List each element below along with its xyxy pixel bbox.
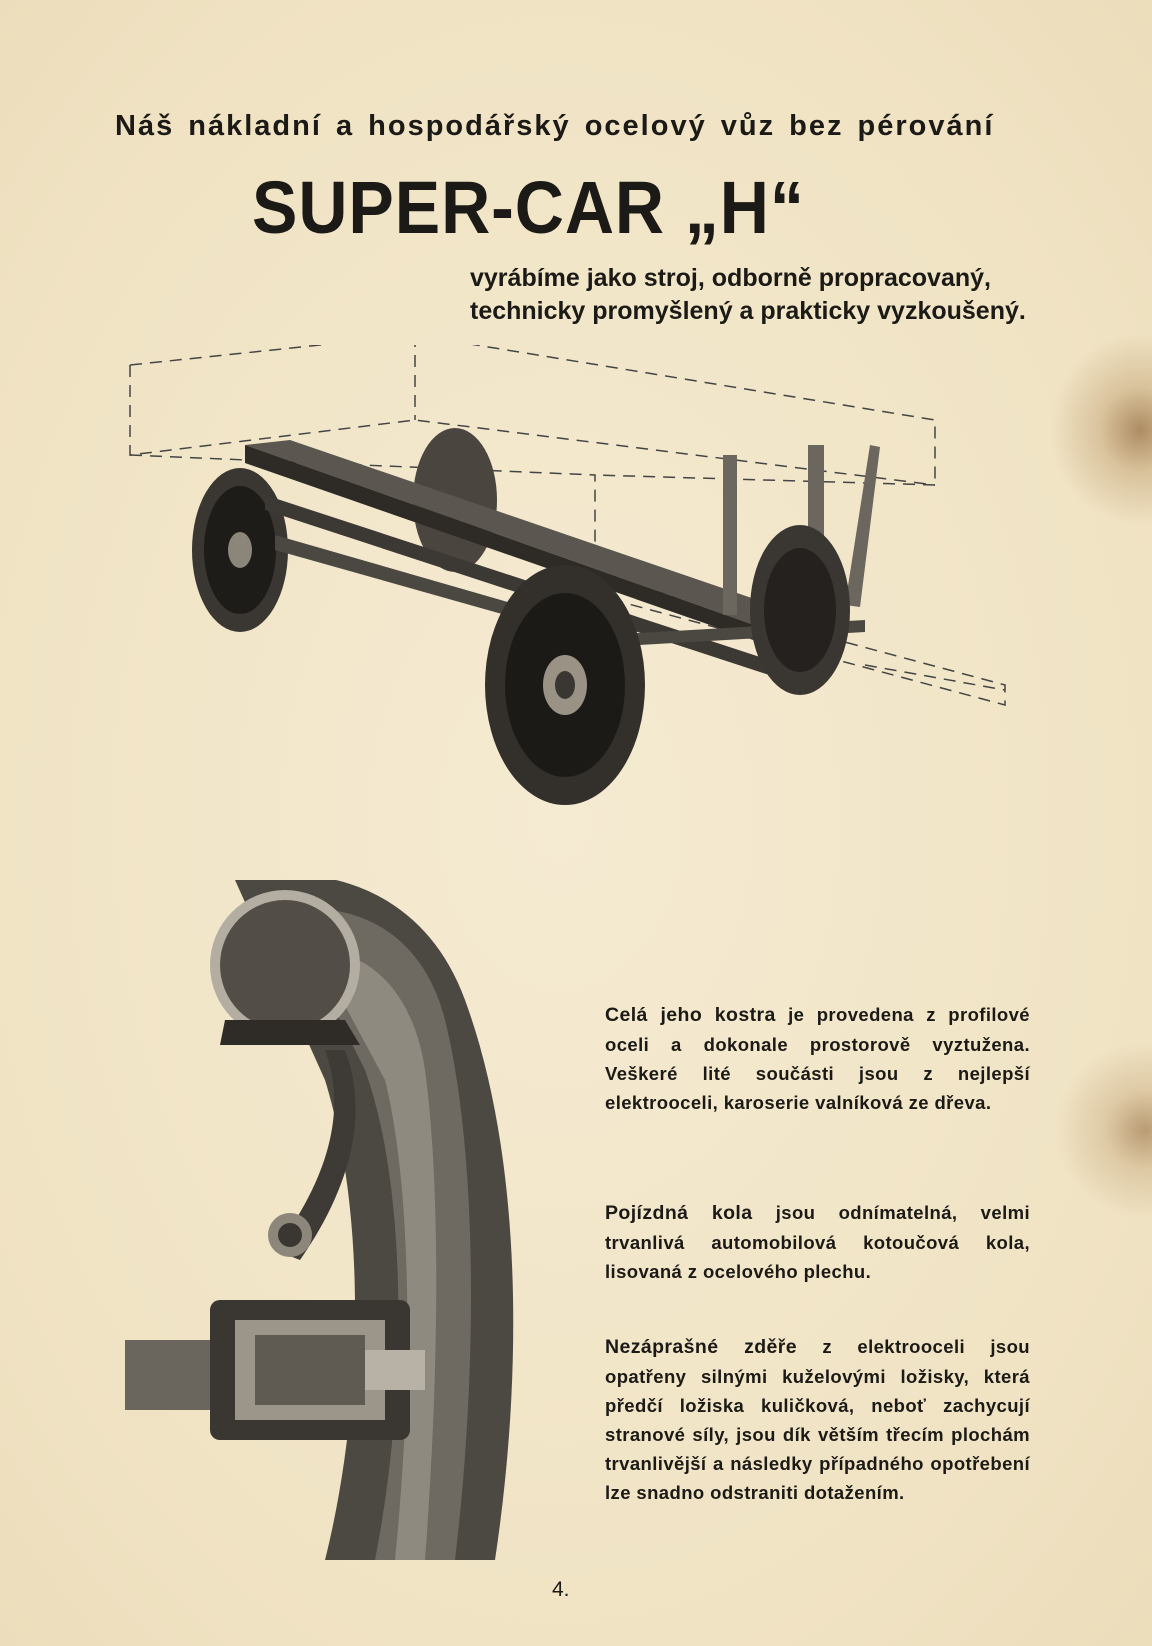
paragraph-frame-lead: Celá jeho kostra bbox=[605, 1004, 776, 1026]
paragraph-frame: Celá jeho kostra je provedena z profilov… bbox=[605, 1000, 1030, 1117]
paragraph-wheels-lead: Pojízdná kola bbox=[605, 1202, 753, 1224]
paragraph-wheels-text: jsou odnímatelná, velmi trvanlivá automo… bbox=[605, 1202, 1030, 1282]
paragraph-frame-text: je provedena z profilové oceli a dokonal… bbox=[605, 1004, 1030, 1113]
paragraph-wheels: Pojízdná kola jsou odnímatelná, velmi tr… bbox=[605, 1198, 1030, 1286]
wagon-chassis-illustration bbox=[129, 345, 1006, 805]
wheel-hub-cross-section bbox=[125, 880, 514, 1560]
intro-line-1: vyrábíme jako stroj, odborně propracovan… bbox=[470, 264, 991, 292]
page-number: 4. bbox=[552, 1578, 570, 1601]
heading-subtitle: Náš nákladní a hospodářský ocelový vůz b… bbox=[115, 110, 995, 142]
paragraph-hubs-lead: Nezáprašné zděře bbox=[605, 1336, 798, 1358]
paragraph-hubs: Nezáprašné zděře z elektrooceli jsou opa… bbox=[605, 1332, 1030, 1507]
intro-text: vyrábíme jako stroj, odborně propracovan… bbox=[470, 262, 1070, 328]
page-title: SUPER-CAR „H“ bbox=[252, 166, 805, 249]
intro-line-2: technicky promyšlený a prakticky vyzkouš… bbox=[470, 297, 1026, 325]
paragraph-hubs-text: z elektrooceli jsou opatřeny silnými kuž… bbox=[605, 1336, 1030, 1503]
